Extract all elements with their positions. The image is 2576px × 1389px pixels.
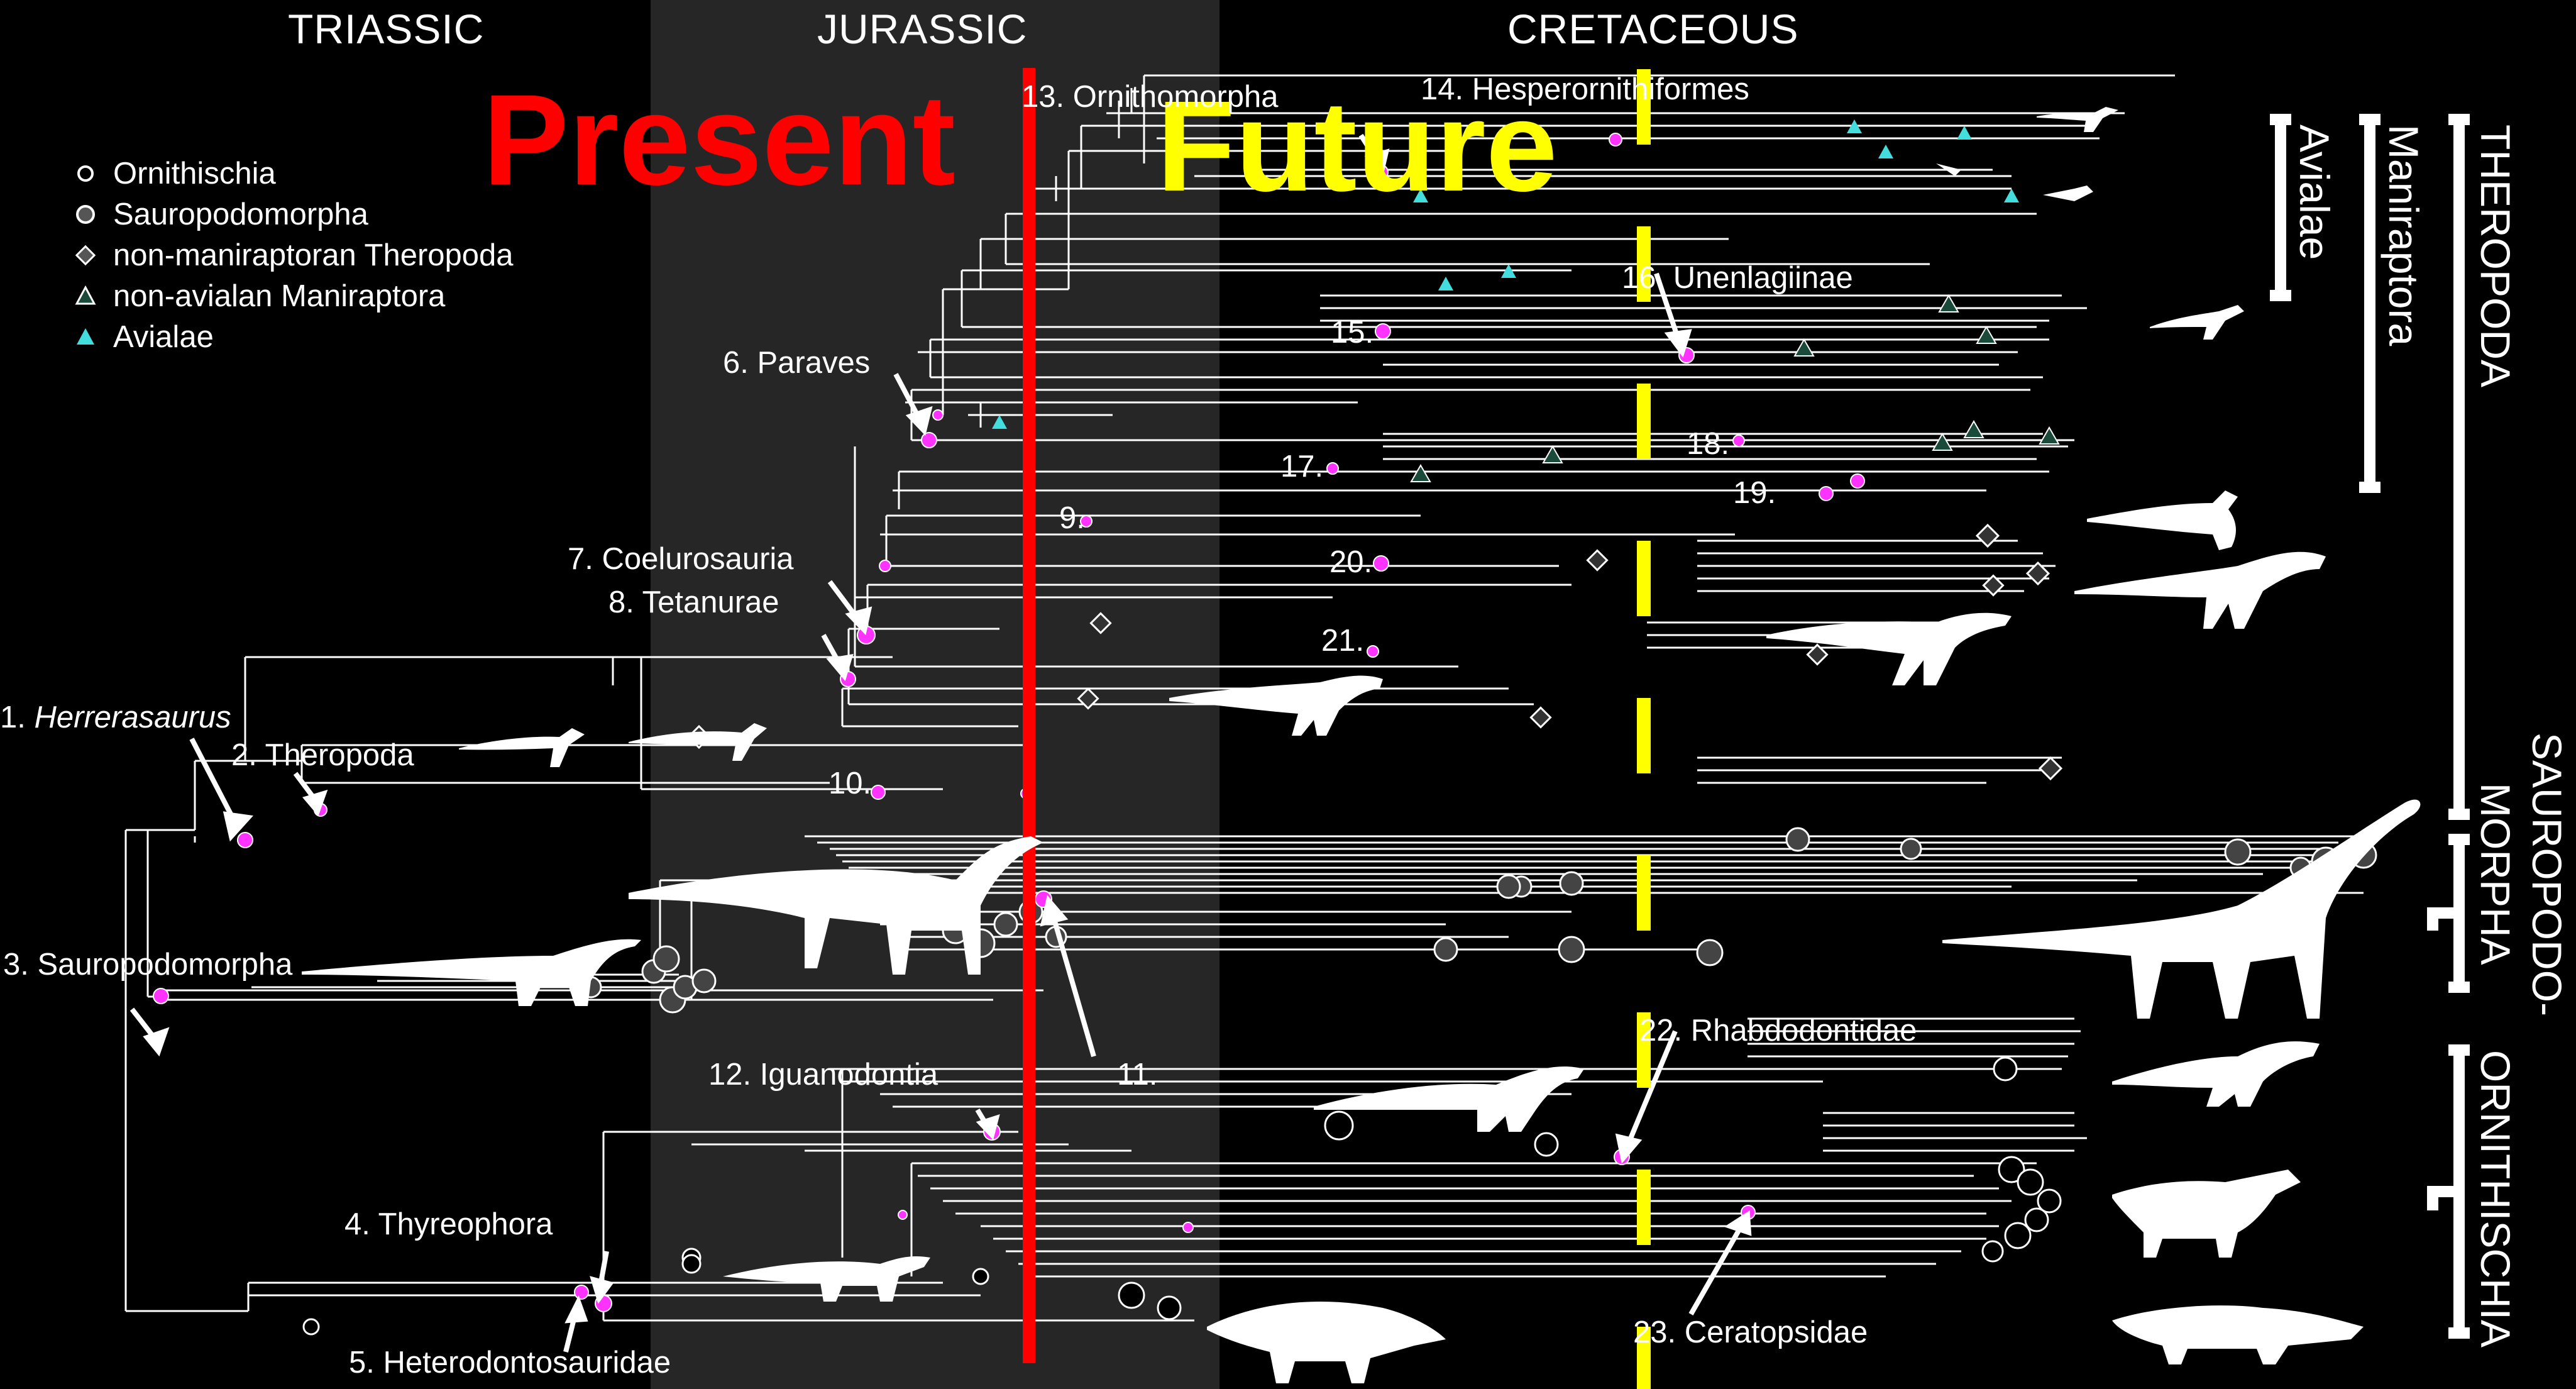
legend-label: Avialae	[113, 319, 214, 354]
node-label-1: 1. Herrerasaurus	[0, 700, 231, 734]
node-label-14: 14. Hesperornithiformes	[1421, 72, 1749, 106]
period-jurassic: JURASSIC	[817, 6, 1028, 52]
legend-avialae: Avialae	[69, 316, 514, 357]
node-label-2: 2. Theropoda	[231, 738, 414, 772]
cyan-triangle-icon	[77, 328, 94, 345]
clade-label-sauropodomorpha-1: SAUROPODO-	[2524, 733, 2570, 1017]
green-triangle-icon	[75, 285, 96, 304]
legend-label: non-maniraptoran Theropoda	[113, 238, 514, 272]
legend-theropoda: non-maniraptoran Theropoda	[69, 235, 514, 275]
legend-sauropodomorpha: Sauropodomorpha	[69, 194, 514, 235]
node-label-3: 3. Sauropodomorpha	[3, 948, 293, 982]
clade-label-ornithischia: ORNITHISCHIA	[2472, 1050, 2519, 1348]
node-label-23: 23. Ceratopsidae	[1633, 1315, 1868, 1349]
node-label-9: 9.	[1059, 501, 1085, 535]
legend-label: Sauropodomorpha	[113, 197, 368, 231]
legend-label: non-avialan Maniraptora	[113, 279, 446, 313]
node-label-5: 5. Heterodontosauridae	[349, 1346, 671, 1380]
node-label-15: 15.	[1331, 316, 1374, 350]
node-label-12: 12. Iguanodontia	[708, 1058, 938, 1092]
legend-maniraptora: non-avialan Maniraptora	[69, 275, 514, 316]
node-label-20: 20.	[1329, 545, 1373, 579]
node-label-21: 21.	[1321, 624, 1365, 658]
legend-label: Ornithischia	[113, 156, 276, 191]
legend-ornithischia: Ornithischia	[69, 153, 514, 194]
node-label-4: 4. Thyreophora	[344, 1207, 553, 1241]
clade-label-avialae: Avialae	[2291, 125, 2338, 260]
clade-label-sauropodomorpha-2: MORPHA	[2472, 783, 2519, 965]
node-label-10: 10.	[828, 766, 872, 800]
legend: Ornithischia Sauropodomorpha non-manirap…	[69, 153, 514, 357]
node-label-13: 13. Ornithomorpha	[1021, 80, 1279, 114]
node-label-17: 17.	[1280, 450, 1324, 484]
node-label-8: 8. Tetanurae	[608, 585, 779, 619]
present-red-line	[1023, 68, 1035, 1363]
silhouettes	[302, 107, 2421, 1383]
clade-brackets	[2270, 114, 2470, 1339]
node-label-6: 6. Paraves	[723, 346, 871, 380]
grey-diamond-icon	[75, 245, 96, 265]
clade-label-maniraptora: Maniraptora	[2381, 125, 2427, 346]
period-triassic: TRIASSIC	[288, 6, 485, 52]
open-circle-icon	[77, 165, 94, 182]
future-label: Future	[1157, 74, 1558, 218]
jurassic-band	[651, 0, 1219, 1389]
node-label-16: 16. Unenlagiinae	[1622, 261, 1853, 295]
clade-label-theropoda: THEROPODA	[2472, 125, 2519, 388]
period-cretaceous: CRETACEOUS	[1507, 6, 1799, 52]
node-label-11: 11.	[1117, 1058, 1158, 1092]
grey-circle-icon	[76, 204, 95, 224]
node-label-7: 7. Coelurosauria	[568, 542, 794, 576]
annotation-arrows	[129, 133, 1752, 1353]
node-label-22: 22. Rhabdodontidae	[1639, 1014, 1917, 1048]
present-label: Present	[483, 68, 956, 212]
node-label-19: 19.	[1733, 476, 1776, 510]
node-label-18: 18.	[1687, 427, 1730, 461]
